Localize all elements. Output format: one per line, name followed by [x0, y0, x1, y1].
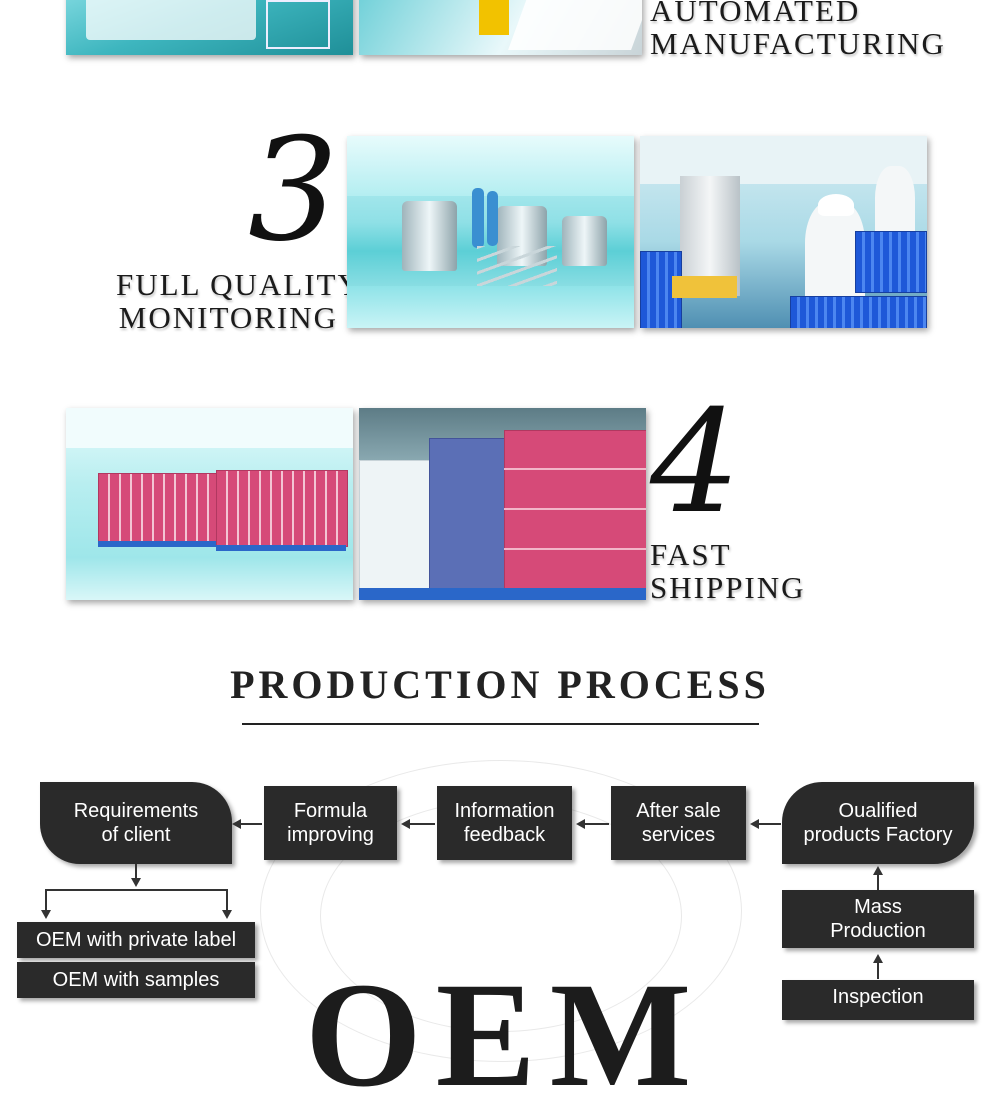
arrow-qualified-to-aftersale	[756, 823, 781, 825]
arrow-formula-to-requirements	[238, 823, 262, 825]
oem-samples-box: OEM with samples	[17, 962, 255, 998]
arrow-head-left	[750, 819, 759, 829]
arrow-head-left	[232, 819, 241, 829]
arrow-head-up	[873, 866, 883, 875]
after-sale-line1: After sale	[636, 800, 721, 822]
arrow-head-down	[41, 910, 51, 919]
oem-watermark: OEM	[305, 952, 706, 1118]
arrow-head-down	[222, 910, 232, 919]
oem-samples-text: OEM with samples	[52, 969, 220, 991]
quality-caption-line2: MONITORING	[118, 300, 338, 335]
arrow-head-left	[401, 819, 410, 829]
requirements-line2: of client	[101, 824, 171, 846]
automated-caption: AUTOMATED MANUFACTURING	[650, 0, 946, 60]
inspection-text: Inspection	[832, 986, 924, 1008]
quality-caption: FULL QUALITY MONITORING	[116, 267, 362, 335]
qualified-line1: Oualified	[838, 800, 918, 822]
arrow-requirements-down	[135, 864, 137, 882]
formula-improving-box: Formula improving	[264, 786, 397, 860]
mass-line2: Production	[830, 920, 926, 942]
formula-line1: Formula	[293, 800, 368, 822]
qualified-line2: products Factory	[803, 824, 953, 846]
production-process-title: PRODUCTION PROCESS	[230, 662, 770, 707]
arrow-head-left	[576, 819, 585, 829]
inspection-box: Inspection	[782, 980, 974, 1020]
qualified-products-factory-box: Oualified products Factory	[782, 782, 974, 864]
section-number-3: 3	[248, 108, 339, 273]
automated-caption-line2: MANUFACTURING	[650, 26, 946, 61]
information-line1: Information	[454, 800, 555, 822]
branch-line	[45, 889, 228, 891]
arrow-information-to-formula	[407, 823, 435, 825]
automated-caption-line1: AUTOMATED	[650, 0, 861, 28]
warehouse-photo-left	[66, 408, 353, 600]
section-number-4: 4	[650, 380, 741, 545]
formula-line2: improving	[287, 824, 374, 846]
mixing-tanks-photo	[347, 136, 634, 328]
information-line2: feedback	[463, 824, 546, 846]
shipping-caption-line1: FAST	[650, 537, 732, 572]
arrow-inspection-to-mass	[877, 962, 879, 979]
factory-photo-left	[66, 0, 353, 55]
arrow-head-down	[131, 878, 141, 887]
information-feedback-box: Information feedback	[437, 786, 572, 860]
branch-right-down	[226, 889, 228, 912]
quality-caption-line1: FULL QUALITY	[116, 267, 362, 302]
arrow-mass-to-qualified	[877, 874, 879, 890]
mass-production-box: Mass Production	[782, 890, 974, 948]
lab-workers-photo	[640, 136, 927, 328]
mass-line1: Mass	[854, 896, 902, 918]
requirements-line1: Requirements	[73, 800, 199, 822]
title-underline	[242, 723, 759, 725]
after-sale-line2: services	[641, 824, 716, 846]
branch-left-down	[45, 889, 47, 912]
requirements-of-client-box: Requirements of client	[40, 782, 232, 864]
arrow-aftersale-to-information	[582, 823, 609, 825]
after-sale-services-box: After sale services	[611, 786, 746, 860]
oem-private-label-text: OEM with private label	[35, 929, 237, 951]
factory-photo-right	[359, 0, 642, 55]
shipping-caption: FAST SHIPPING	[650, 538, 806, 604]
arrow-head-up	[873, 954, 883, 963]
warehouse-photo-right	[359, 408, 646, 600]
oem-private-label-box: OEM with private label	[17, 922, 255, 958]
shipping-caption-line2: SHIPPING	[650, 570, 806, 605]
